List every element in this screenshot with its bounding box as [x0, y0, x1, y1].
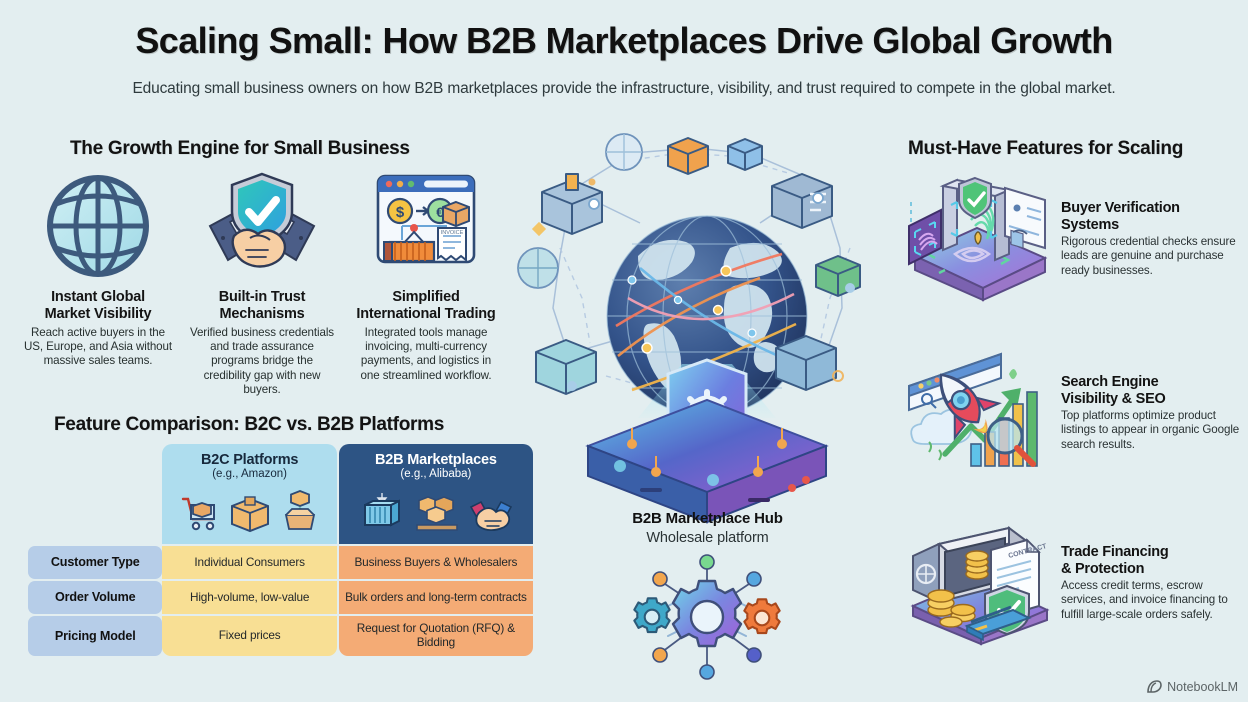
row-label: Pricing Model — [28, 616, 163, 656]
shipping-container-icon — [363, 493, 400, 527]
feature-buyer-verification: Buyer Verification Systems Rigorous cred… — [905, 176, 1240, 302]
comparison-table: B2C Platforms (e.g., Amazon) — [28, 444, 534, 656]
b2c-icon-row — [162, 485, 336, 533]
table-row: Pricing Model Fixed prices Request for Q… — [28, 616, 533, 656]
feature-text: Search Engine Visibility & SEO Top platf… — [1061, 352, 1240, 474]
feature-desc: Access credit terms, escrow services, an… — [1061, 579, 1228, 621]
gear-network-icon — [620, 552, 795, 680]
globe-grid-icon — [42, 166, 154, 281]
row-value-b2b: Bulk orders and long-term contracts — [338, 581, 533, 614]
table-row: Order Volume High-volume, low-value Bulk… — [28, 581, 533, 614]
growth-card-desc: Verified business credentials and trade … — [189, 325, 335, 397]
growth-card-trust: Built-in Trust Mechanisms Verified busin… — [186, 166, 338, 396]
column-subtitle: (e.g., Amazon) — [212, 468, 288, 480]
shopping-cart-icon — [181, 497, 215, 531]
growth-cards: Instant Global Market Visibility Reach a… — [22, 166, 502, 396]
browser-currency-shipping-icon: $ € INVOICE — [370, 166, 482, 281]
feature-title: Search Engine Visibility & SEO — [1061, 374, 1166, 407]
comparison-section-title: Feature Comparison: B2C vs. B2B Platform… — [54, 414, 444, 435]
globe-network-shield-platform-icon — [517, 128, 895, 524]
hero-caption-subtitle: Wholesale platform — [646, 530, 769, 546]
row-value-b2b: Request for Quotation (RFQ) & Bidding — [338, 616, 533, 656]
fingerprint-scanner-icon — [905, 176, 1055, 302]
handshake-shield-icon — [206, 166, 318, 281]
column-header-b2c: B2C Platforms (e.g., Amazon) — [162, 444, 337, 544]
growth-card-title: Instant Global Market Visibility — [44, 289, 152, 322]
feature-text: Trade Financing & Protection Access cred… — [1061, 522, 1240, 644]
column-header-b2b: B2B Marketplaces (e.g., Alibaba) — [338, 444, 534, 544]
safe-coins-contract-icon: CONTRACT — [905, 522, 1055, 646]
row-label: Order Volume — [28, 581, 163, 614]
b2b-handshake-icon — [469, 500, 512, 532]
table-row: Customer Type Individual Consumers Busin… — [28, 546, 533, 579]
growth-card-international-trading: $ € INVOICE — [350, 166, 502, 396]
feature-text: Buyer Verification Systems Rigorous cred… — [1061, 178, 1240, 300]
column-subtitle: (e.g., Alibaba) — [400, 468, 472, 480]
features-section-title: Must-Have Features for Scaling — [908, 138, 1184, 159]
column-title: B2B Marketplaces — [375, 452, 497, 468]
feature-seo-visibility: Search Engine Visibility & SEO Top platf… — [905, 352, 1240, 474]
row-label: Customer Type — [28, 546, 163, 579]
growth-card-global-visibility: Instant Global Market Visibility Reach a… — [22, 166, 174, 396]
hero-caption-title: B2B Marketplace Hub — [632, 510, 783, 527]
svg-text:$: $ — [396, 204, 405, 221]
page-title: Scaling Small: How B2B Marketplaces Driv… — [135, 20, 1113, 61]
rocket-search-chart-icon — [905, 352, 1055, 474]
growth-card-title: Built-in Trust Mechanisms — [218, 289, 306, 322]
comparison-table-header: B2C Platforms (e.g., Amazon) — [28, 444, 534, 544]
page-subtitle: Educating small business owners on how B… — [132, 80, 1116, 97]
feature-title: Buyer Verification Systems — [1061, 200, 1180, 233]
watermark-label: NotebookLM — [1167, 680, 1238, 694]
pallet-boxes-icon — [416, 496, 458, 531]
feature-title: Trade Financing & Protection — [1061, 544, 1169, 577]
feature-desc: Rigorous credential checks ensure leads … — [1061, 235, 1236, 277]
row-value-b2c: Fixed prices — [162, 616, 337, 656]
b2b-icon-row — [339, 485, 533, 533]
feature-trade-financing: CONTRACT Trade Financing & Prote — [905, 522, 1240, 646]
header-spacer — [28, 444, 162, 544]
open-box-download-icon — [284, 490, 315, 530]
notebooklm-logo-icon — [1147, 680, 1162, 694]
column-title: B2C Platforms — [200, 452, 299, 468]
watermark: NotebookLM — [1147, 680, 1238, 694]
row-value-b2c: High-volume, low-value — [162, 581, 337, 614]
growth-card-desc: Reach active buyers in the US, Europe, a… — [23, 325, 172, 368]
row-value-b2c: Individual Consumers — [162, 546, 337, 579]
svg-text:INVOICE: INVOICE — [441, 230, 464, 236]
cardboard-box-icon — [230, 496, 269, 533]
svg-text:€: € — [436, 204, 444, 220]
feature-desc: Top platforms optimize product listings … — [1061, 409, 1240, 451]
growth-section-title: The Growth Engine for Small Business — [70, 138, 410, 159]
growth-card-title: Simplified International Trading — [356, 289, 496, 322]
growth-card-desc: Integrated tools manage invoicing, multi… — [360, 325, 492, 382]
row-value-b2b: Business Buyers & Wholesalers — [338, 546, 533, 579]
